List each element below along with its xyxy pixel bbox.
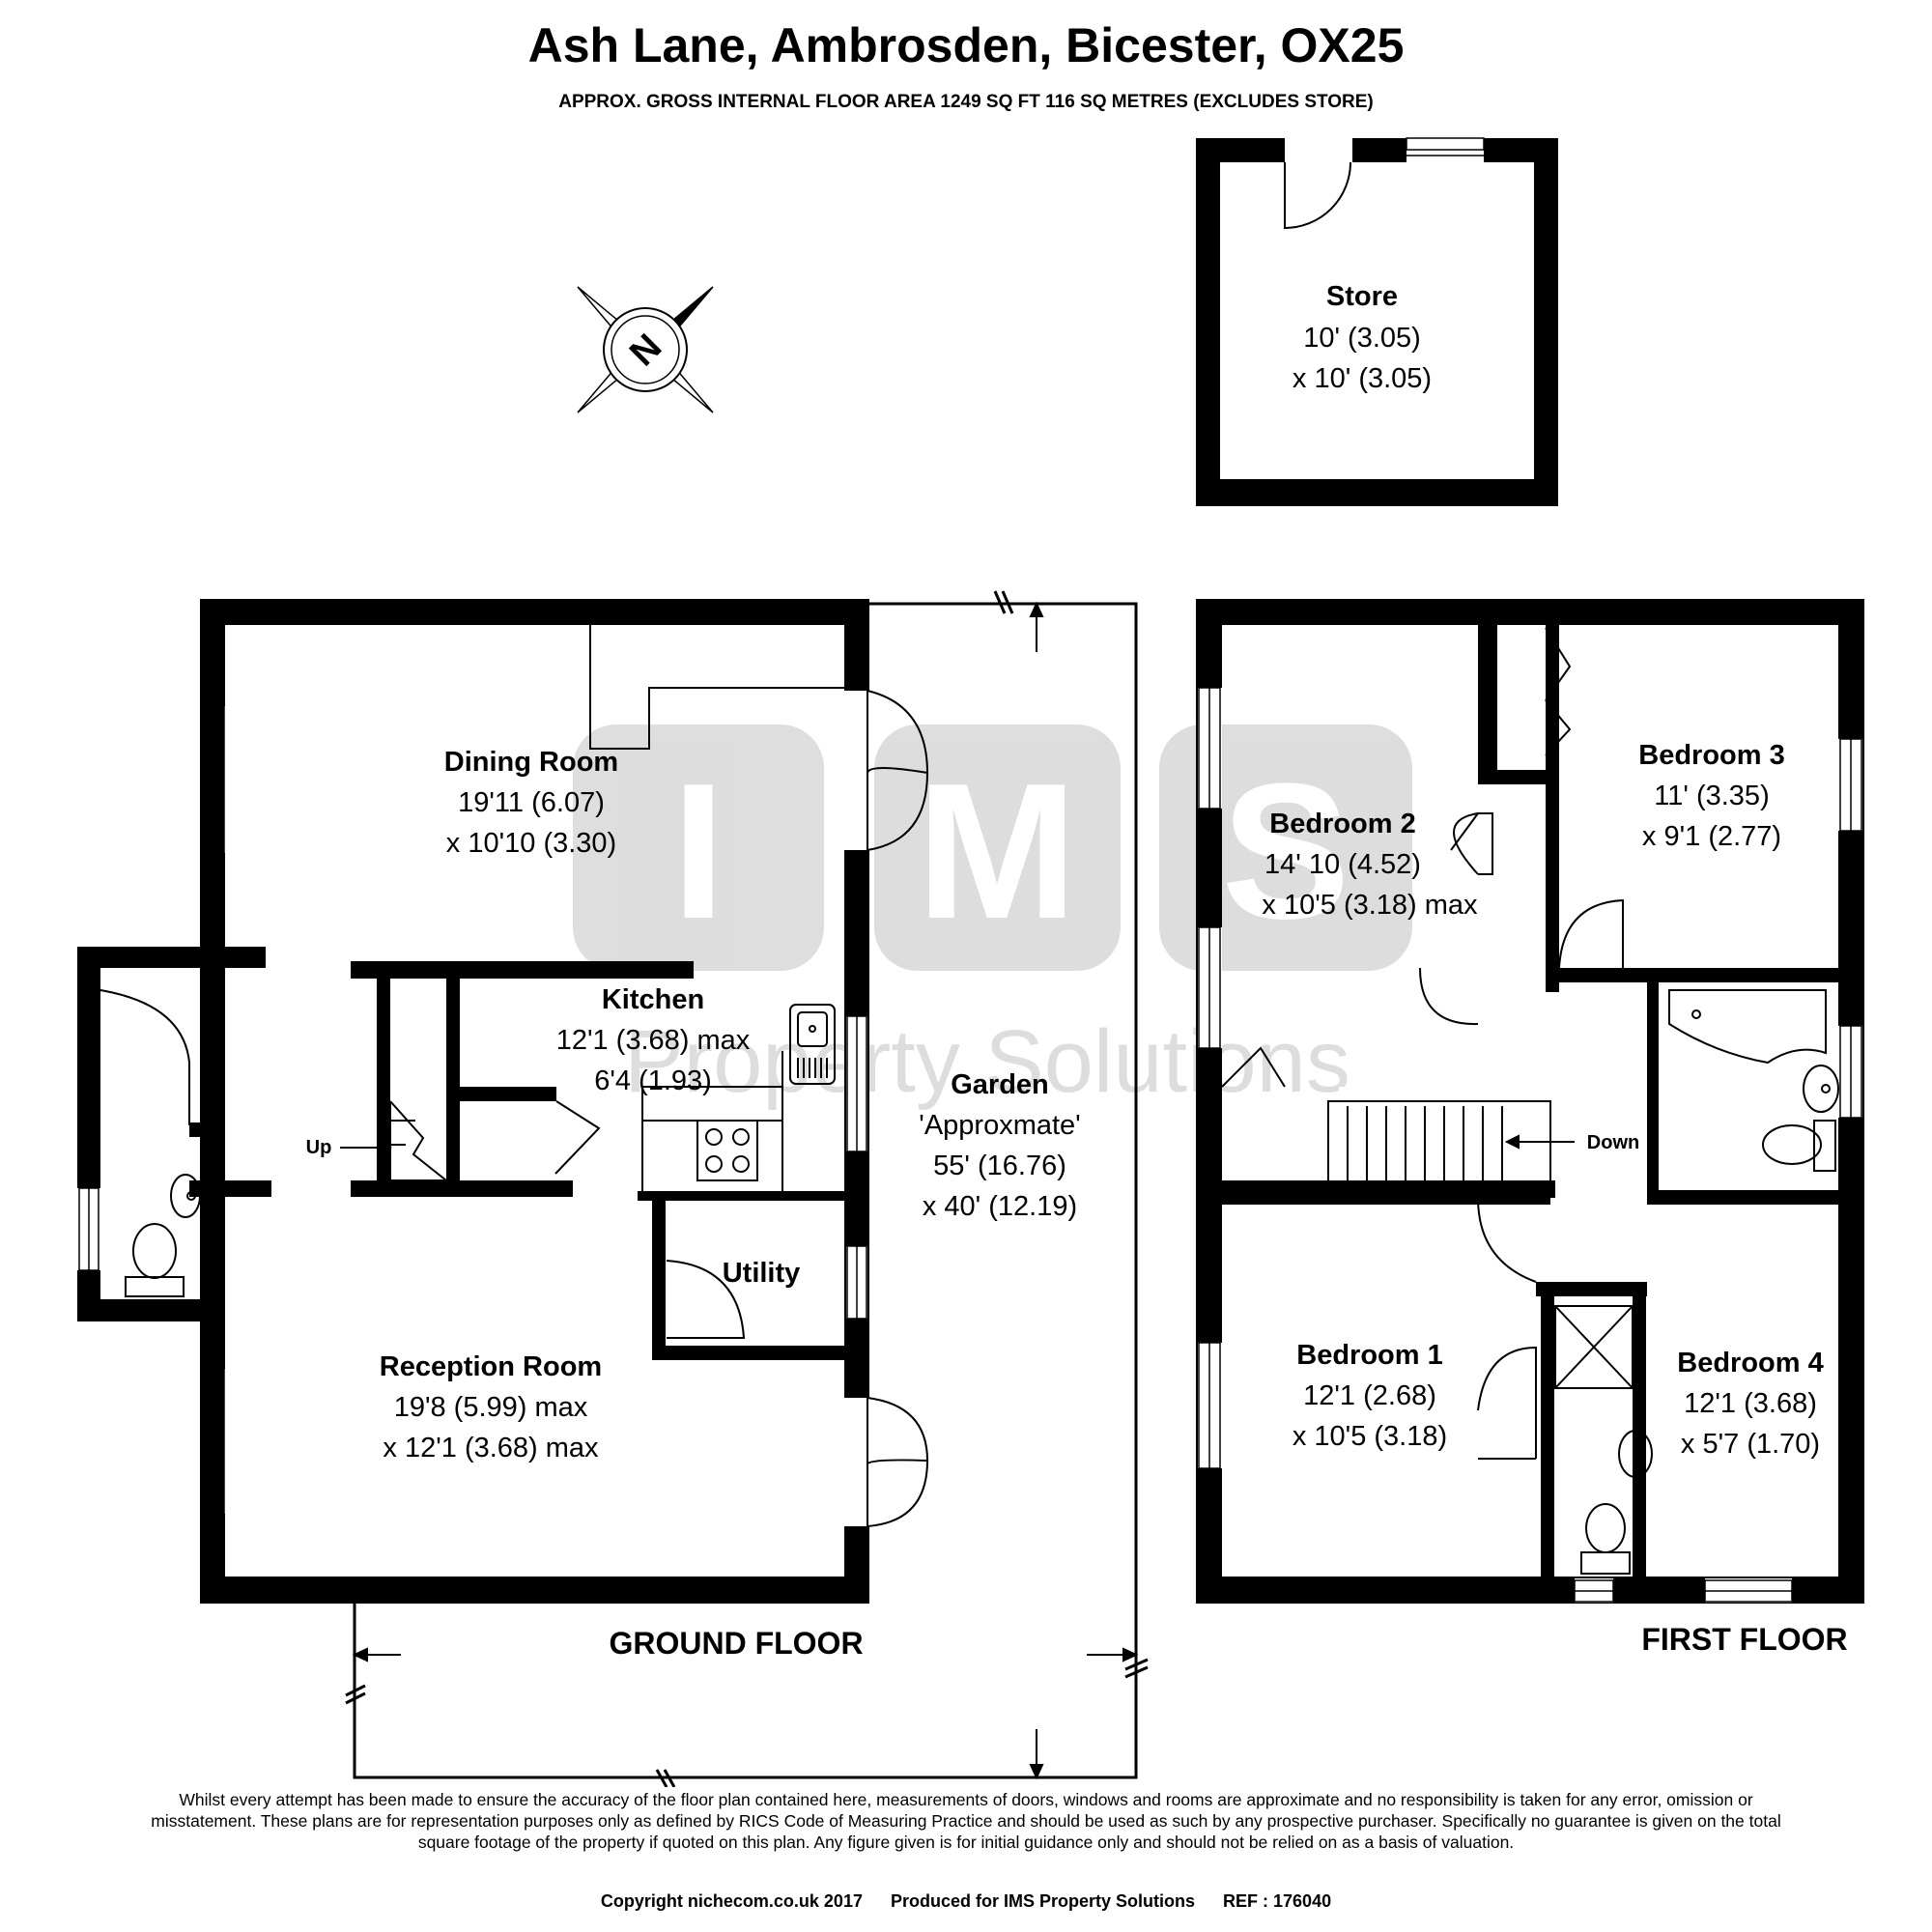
bedroom-3-name: Bedroom 3 — [1638, 740, 1784, 771]
kitchen-dimension-2: 6'4 (1.93) — [594, 1065, 712, 1096]
utility-name: Utility — [723, 1258, 801, 1289]
watermark-letter-i: I — [671, 744, 725, 959]
stairs-up-icon — [389, 1100, 447, 1181]
bedroom-3-dimension-2: x 9'1 (2.77) — [1642, 821, 1781, 852]
shower-icon — [1554, 1305, 1634, 1389]
bedroom-1-name: Bedroom 1 — [1296, 1340, 1442, 1371]
store-name: Store — [1326, 281, 1398, 312]
ensuite-basin-icon — [1618, 1430, 1653, 1478]
bathroom-toilet-icon — [1762, 1120, 1836, 1172]
cloakroom-toilet-icon — [125, 1174, 201, 1297]
garden-dimension-1: 55' (16.76) — [933, 1151, 1066, 1181]
bedroom-2-dimension-2: x 10'5 (3.18) max — [1262, 890, 1478, 921]
bedroom-2-name: Bedroom 2 — [1269, 809, 1415, 839]
bedroom-4-dimension-1: 12'1 (3.68) — [1684, 1388, 1817, 1419]
ground-floor-doors — [99, 625, 929, 1527]
bedroom-4-name: Bedroom 4 — [1677, 1348, 1823, 1378]
first-floor-label: FIRST FLOOR — [1641, 1622, 1847, 1657]
ims-watermark: I M S Property Solutions — [573, 724, 1412, 1111]
garden-dimension-2: x 40' (12.19) — [923, 1191, 1077, 1222]
ground-floor-label: GROUND FLOOR — [609, 1626, 863, 1661]
garden-boundary — [345, 590, 1149, 1787]
garden-name: Garden — [951, 1069, 1049, 1100]
hob-icon — [696, 1120, 758, 1181]
down-arrow-icon — [1504, 1134, 1575, 1150]
bath-icon — [1668, 989, 1827, 1065]
kitchen-dimension-1: 12'1 (3.68) max — [556, 1025, 751, 1056]
disclaimer-text: Whilst every attempt has been made to en… — [151, 1790, 1781, 1852]
bedroom-2-dimension-1: 14' 10 (4.52) — [1264, 849, 1421, 880]
stairs-down-label: Down — [1587, 1132, 1639, 1153]
copyright-text: Copyright nichecom.co.uk 2017 — [600, 1891, 863, 1911]
reception-room-dimension-2: x 12'1 (3.68) max — [383, 1433, 599, 1463]
compass-icon: N — [577, 286, 714, 413]
first-floor-doors — [1221, 627, 1624, 1460]
watermark-letter-s: S — [1221, 744, 1350, 959]
kitchen-sink-icon — [789, 1004, 836, 1085]
up-arrow-icon — [340, 1140, 392, 1155]
floor-plan: I M S Property Solutions N Store 10' (3.… — [77, 137, 1864, 1787]
ground-floor-windows — [78, 705, 867, 1515]
bedroom-1-dimension-2: x 10'5 (3.18) — [1293, 1421, 1447, 1452]
footer-credits: Copyright nichecom.co.uk 2017 Produced f… — [0, 1891, 1932, 1912]
store-outline — [1196, 137, 1558, 506]
watermark-text: Property Solutions — [624, 1012, 1350, 1111]
reception-room-name: Reception Room — [380, 1351, 602, 1382]
store-dimension-2: x 10' (3.05) — [1293, 363, 1432, 394]
first-floor-windows — [1198, 687, 1862, 1603]
floor-area-subtitle: APPROX. GROSS INTERNAL FLOOR AREA 1249 S… — [558, 92, 1374, 112]
stairs-up-label: Up — [306, 1137, 332, 1158]
garden-arrows — [352, 601, 1139, 1780]
ensuite-toilet-icon — [1580, 1503, 1631, 1575]
first-floor-walls — [1196, 599, 1864, 1604]
watermark-letter-m: M — [917, 744, 1078, 959]
bedroom-1-dimension-1: 12'1 (2.68) — [1303, 1380, 1436, 1411]
produced-for-text: Produced for IMS Property Solutions — [890, 1891, 1196, 1911]
plan-title: Ash Lane, Ambrosden, Bicester, OX25 — [527, 18, 1405, 72]
reception-room-dimension-1: 19'8 (5.99) max — [394, 1392, 588, 1423]
dining-room-dimension-1: 19'11 (6.07) — [458, 787, 605, 818]
kitchen-name: Kitchen — [602, 984, 704, 1015]
bedroom-3-dimension-1: 11' (3.35) — [1654, 781, 1769, 811]
bedroom-4-dimension-2: x 5'7 (1.70) — [1681, 1429, 1820, 1460]
bathroom-basin-icon — [1803, 1065, 1839, 1113]
dining-room-dimension-2: x 10'10 (3.30) — [446, 828, 616, 859]
reference-number: REF : 176040 — [1223, 1891, 1332, 1911]
garden-approx-note: 'Approxmate' — [919, 1110, 1080, 1141]
dining-room-name: Dining Room — [444, 747, 618, 778]
store-dimension-1: 10' (3.05) — [1303, 323, 1421, 354]
ground-floor-walls — [77, 599, 869, 1604]
